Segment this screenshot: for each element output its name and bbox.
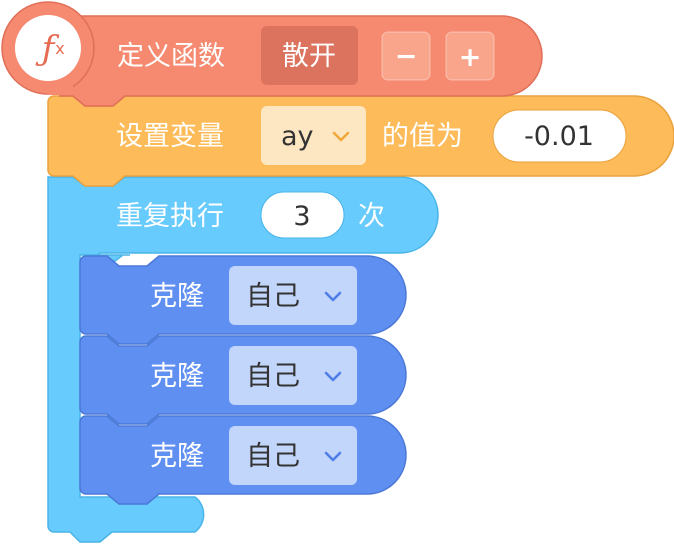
chevron-down-icon [324,451,342,462]
clone-target-dropdown[interactable]: 自己 [229,346,357,405]
plus-icon: + [459,42,482,73]
clone-block-1[interactable]: 克隆 自己 [79,255,407,345]
clone-target-value: 自己 [246,281,300,312]
repeat-block[interactable]: 重复执行 3 次 [47,176,439,543]
chevron-down-icon [332,131,350,142]
define-function-block[interactable]: ƒ x 定义函数 散开 − + [1,1,543,107]
repeat-suffix-label: 次 [358,201,385,232]
variable-dropdown-value: ay [281,121,314,152]
add-parameter-button[interactable]: + [445,31,495,81]
define-function-label: 定义函数 [117,41,225,72]
value-label: 的值为 [382,121,463,152]
clone-block-3[interactable]: 克隆 自己 [79,415,407,505]
clone-target-dropdown[interactable]: 自己 [229,426,357,485]
svg-text:x: x [55,39,64,58]
clone-block-2[interactable]: 克隆 自己 [79,335,407,425]
value-input-text: -0.01 [524,121,594,152]
clone-label: 克隆 [150,361,204,392]
repeat-count-value: 3 [293,201,310,232]
clone-target-value: 自己 [246,361,300,392]
clone-label: 克隆 [150,441,204,472]
repeat-count-input[interactable]: 3 [260,191,345,239]
chevron-down-icon [324,371,342,382]
chevron-down-icon [324,291,342,302]
remove-parameter-button[interactable]: − [381,31,431,81]
function-name-field[interactable]: 散开 [261,26,358,85]
function-name-value: 散开 [282,41,336,72]
set-variable-label: 设置变量 [116,121,224,152]
value-input[interactable]: -0.01 [492,109,627,163]
set-variable-block[interactable]: 设置变量 ay 的值为 -0.01 [47,95,674,187]
variable-dropdown[interactable]: ay [261,106,366,165]
clone-target-dropdown[interactable]: 自己 [229,266,357,325]
minus-icon: − [395,41,418,72]
fx-icon: ƒ x [15,15,81,81]
clone-label: 克隆 [150,281,204,312]
repeat-label: 重复执行 [116,201,224,232]
clone-target-value: 自己 [246,441,300,472]
